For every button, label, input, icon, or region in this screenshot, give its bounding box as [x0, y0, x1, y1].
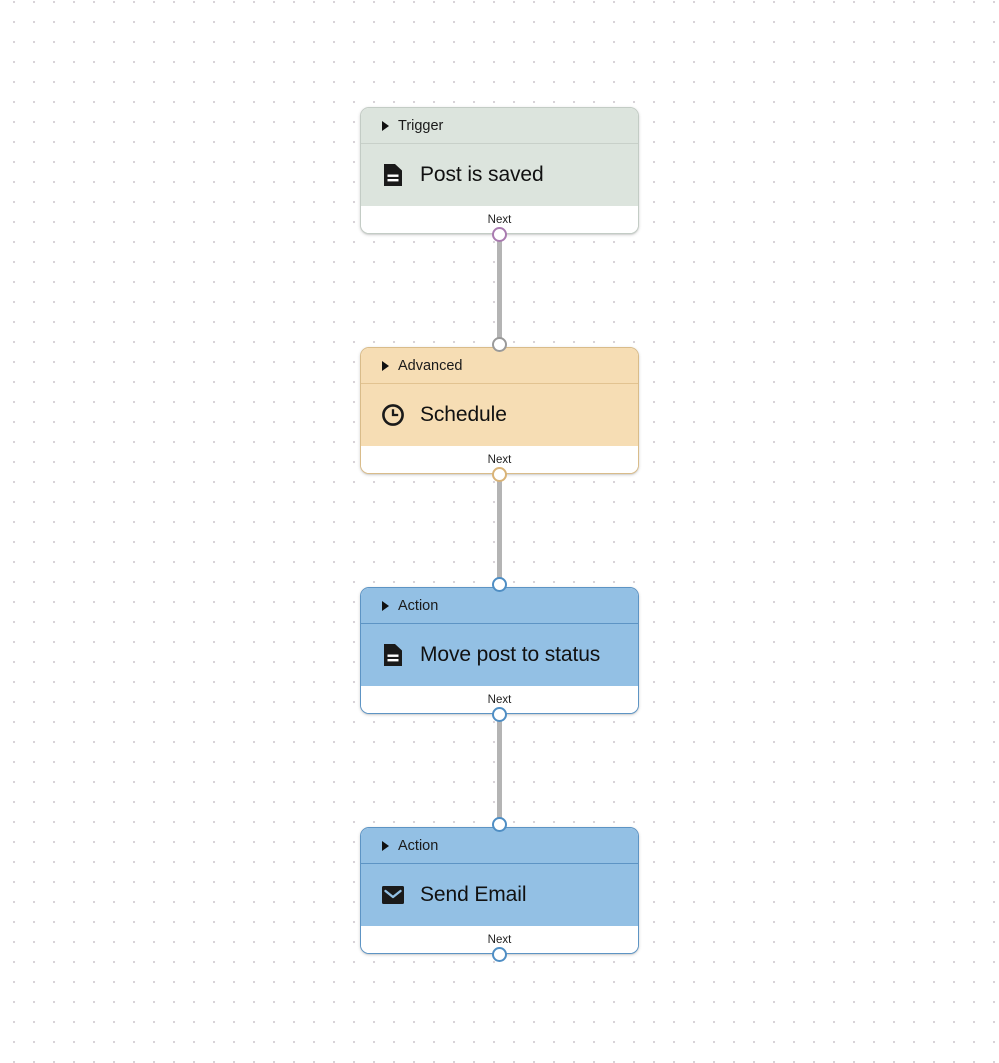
chevron-right-icon[interactable]: [382, 600, 389, 611]
node-category-label: Action: [398, 837, 439, 854]
node-advanced-schedule[interactable]: Advanced Schedule Next: [360, 347, 639, 474]
node-body[interactable]: Move post to status: [361, 624, 638, 686]
node-footer-label: Next: [487, 933, 512, 946]
handle-source-trigger-post-is-saved[interactable]: [492, 227, 507, 242]
node-category-label: Trigger: [398, 117, 444, 134]
node-header[interactable]: Trigger: [361, 108, 638, 144]
node-body[interactable]: Post is saved: [361, 144, 638, 206]
document-icon: [381, 643, 405, 667]
handle-target-action-send-email[interactable]: [492, 817, 507, 832]
node-title: Post is saved: [420, 163, 544, 186]
node-category-label: Action: [398, 597, 439, 614]
node-action-send-email[interactable]: Action Send Email Next: [360, 827, 639, 954]
node-header[interactable]: Action: [361, 588, 638, 624]
node-header[interactable]: Action: [361, 828, 638, 864]
clock-icon: [381, 403, 405, 427]
node-footer-label: Next: [487, 693, 512, 706]
envelope-icon: [381, 883, 405, 907]
node-body[interactable]: Schedule: [361, 384, 638, 446]
node-title: Schedule: [420, 403, 507, 426]
handle-target-advanced-schedule[interactable]: [492, 337, 507, 352]
chevron-right-icon[interactable]: [382, 360, 389, 371]
handle-source-action-send-email[interactable]: [492, 947, 507, 962]
node-footer-label: Next: [487, 213, 512, 226]
handle-source-action-move-post-to-status[interactable]: [492, 707, 507, 722]
node-header[interactable]: Advanced: [361, 348, 638, 384]
node-trigger-post-is-saved[interactable]: Trigger Post is saved Next: [360, 107, 639, 234]
handle-source-advanced-schedule[interactable]: [492, 467, 507, 482]
node-footer-label: Next: [487, 453, 512, 466]
node-title: Move post to status: [420, 643, 601, 666]
handle-target-action-move-post-to-status[interactable]: [492, 577, 507, 592]
node-body[interactable]: Send Email: [361, 864, 638, 926]
edge-advanced-to-action-move[interactable]: [497, 475, 502, 585]
document-icon: [381, 163, 405, 187]
edge-trigger-to-advanced[interactable]: [497, 235, 502, 345]
edge-action-move-to-action-email[interactable]: [497, 715, 502, 825]
node-title: Send Email: [420, 883, 527, 906]
chevron-right-icon[interactable]: [382, 120, 389, 131]
node-action-move-post-to-status[interactable]: Action Move post to status Next: [360, 587, 639, 714]
chevron-right-icon[interactable]: [382, 840, 389, 851]
node-category-label: Advanced: [398, 357, 463, 374]
